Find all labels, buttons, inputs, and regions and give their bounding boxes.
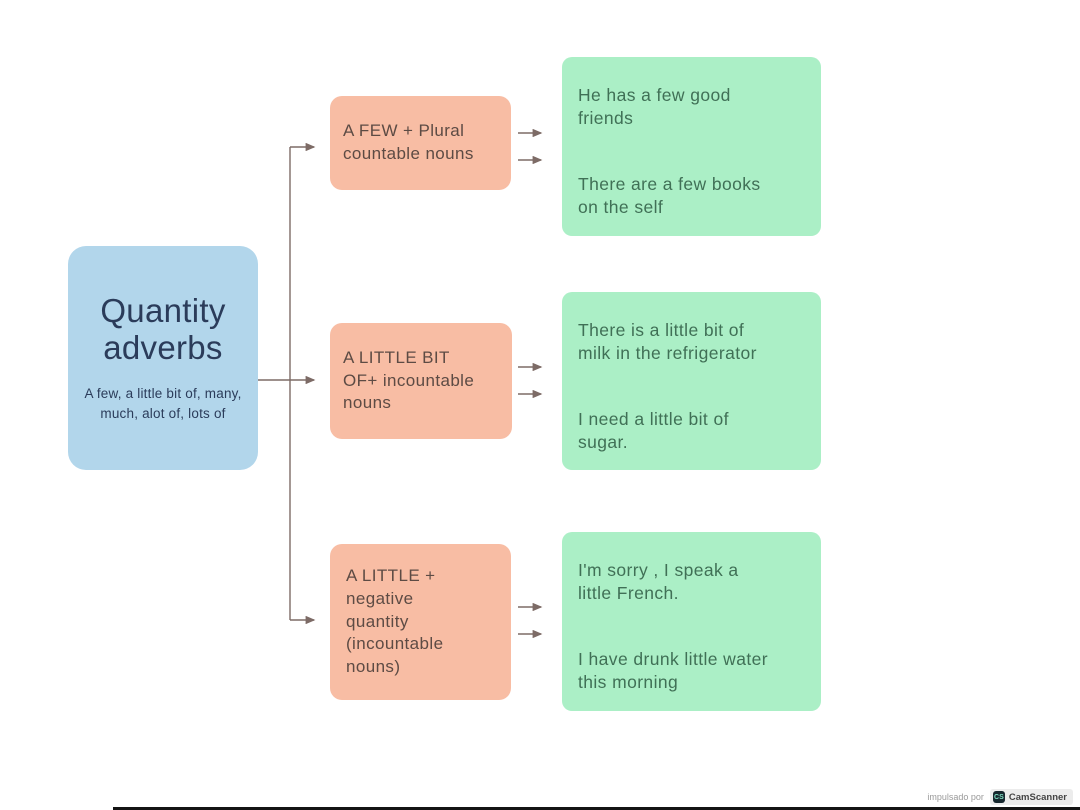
rule-node-a-little-bit-of: A LITTLE BIT OF+ incountable nouns <box>330 323 512 439</box>
camscanner-watermark: impulsado por CS CamScanner <box>927 789 1073 805</box>
example-node-a-little: I'm sorry , I speak a little French. I h… <box>562 532 821 711</box>
rule-node-a-little: A LITTLE + negative quantity (incountabl… <box>330 544 511 700</box>
example-sentence: I'm sorry , I speak a little French. <box>578 560 739 604</box>
example-sentence: There is a little bit of milk in the ref… <box>578 320 757 364</box>
root-title: Quantity adverbs <box>100 291 226 367</box>
scan-edge-bar <box>113 807 1080 810</box>
watermark-text: impulsado por <box>927 792 984 802</box>
camscanner-badge: CS CamScanner <box>989 789 1073 805</box>
rule-node-a-few: A FEW + Plural countable nouns <box>330 96 511 190</box>
example-sentence: I need a little bit of sugar. <box>578 409 729 453</box>
example-sentence: I have drunk little water this morning <box>578 649 768 693</box>
example-node-a-few: He has a few good friends There are a fe… <box>562 57 821 236</box>
example-node-a-little-bit-of: There is a little bit of milk in the ref… <box>562 292 821 470</box>
example-sentence: He has a few good friends <box>578 85 731 129</box>
root-subtitle: A few, a little bit of, many, much, alot… <box>84 385 242 422</box>
example-sentence: There are a few books on the self <box>578 174 761 218</box>
camscanner-label: CamScanner <box>1008 791 1067 803</box>
root-node-quantity-adverbs: Quantity adverbs A few, a little bit of,… <box>68 246 258 470</box>
camscanner-icon: CS <box>992 791 1005 803</box>
